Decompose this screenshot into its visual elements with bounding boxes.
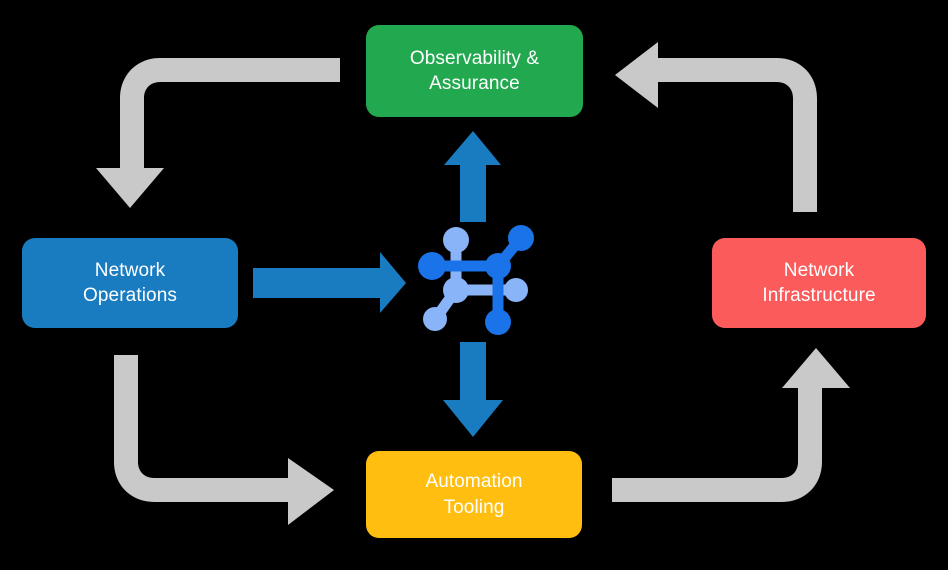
arrow-operations-to-center — [253, 252, 406, 313]
arrow-center-to-automation — [443, 342, 503, 437]
arrow-operations-to-automation — [114, 355, 334, 525]
node-label: Network Operations — [83, 259, 177, 306]
node-label: Network Infrastructure — [762, 259, 876, 306]
node-automation-tooling[interactable]: Automation Tooling — [366, 451, 582, 538]
node-network-operations[interactable]: Network Operations — [22, 238, 238, 328]
node-label: Observability & Assurance — [409, 47, 540, 94]
arrow-infrastructure-to-observability — [615, 42, 817, 212]
arrow-observability-to-operations — [96, 58, 340, 208]
node-label: Automation Tooling — [425, 471, 523, 518]
network-topology-icon — [418, 225, 534, 335]
node-observability-assurance[interactable]: Observability & Assurance — [366, 25, 583, 117]
arrow-automation-to-infrastructure — [612, 348, 850, 502]
arrow-center-to-observability — [444, 131, 501, 222]
node-network-infrastructure[interactable]: Network Infrastructure — [712, 238, 926, 328]
